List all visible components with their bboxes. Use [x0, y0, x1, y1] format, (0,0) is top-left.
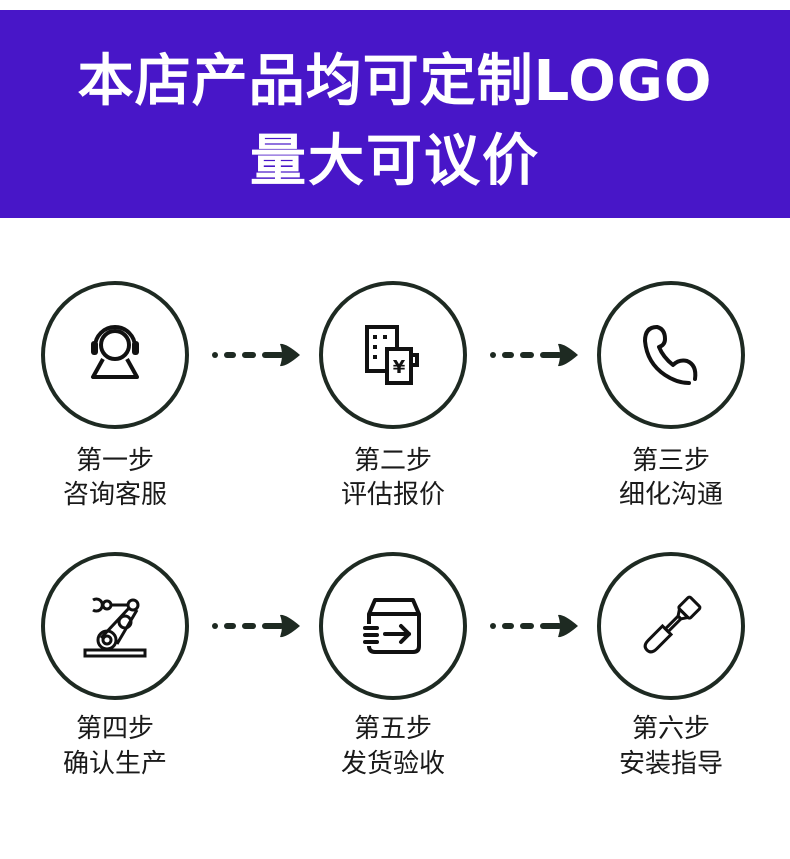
arrow-right-icon — [490, 614, 578, 638]
phone-handset-icon — [642, 325, 698, 385]
step-6-number: 第六步 — [631, 714, 710, 744]
robotic-arm-icon — [83, 597, 147, 658]
step-6-circle — [597, 552, 745, 700]
step-1-title: 咨询客服 — [62, 480, 167, 510]
building-yen-invoice-icon: ¥ — [365, 325, 419, 385]
step-2-number: 第二步 — [353, 446, 432, 476]
banner-subtitle: 量大可议价 — [250, 129, 540, 194]
arrow-right-icon — [212, 614, 300, 638]
delivery-box-icon — [363, 598, 421, 654]
step-5-number: 第五步 — [353, 714, 432, 744]
step-5-circle — [319, 552, 467, 700]
arrow-right-icon — [490, 343, 578, 367]
step-5-title: 发货验收 — [340, 749, 445, 779]
step-3-title: 细化沟通 — [618, 480, 723, 510]
header-banner: 本店产品均可定制LOGO 量大可议价 — [0, 10, 790, 218]
step-4-title: 确认生产 — [62, 749, 167, 779]
arrow-right-icon — [212, 343, 300, 367]
step-4-number: 第四步 — [75, 714, 154, 744]
step-2-circle: ¥ — [319, 281, 467, 429]
step-2-title: 评估报价 — [340, 480, 445, 510]
step-1-number: 第一步 — [75, 446, 154, 476]
banner-title: 本店产品均可定制LOGO — [77, 49, 713, 114]
step-1-circle — [41, 281, 189, 429]
step-6-title: 安装指导 — [618, 749, 723, 779]
step-3-circle — [597, 281, 745, 429]
step-4-circle — [41, 552, 189, 700]
svg-text:¥: ¥ — [393, 357, 406, 378]
customer-service-headset-icon — [91, 325, 139, 379]
step-3-number: 第三步 — [631, 446, 710, 476]
screwdriver-icon — [643, 595, 702, 654]
